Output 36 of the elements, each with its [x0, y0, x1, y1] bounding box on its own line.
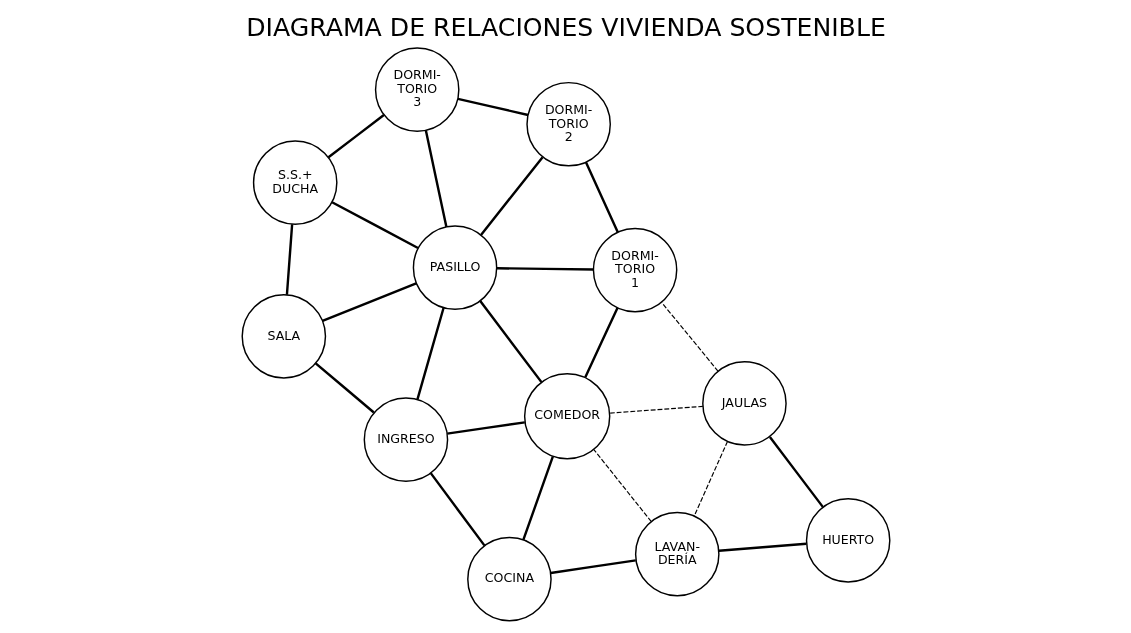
connector — [768, 436, 824, 508]
connector — [496, 267, 593, 271]
connector — [285, 224, 293, 295]
node-circle: INGRESO — [363, 397, 448, 482]
node-circle: SALA — [241, 294, 326, 379]
connector — [584, 161, 619, 233]
connector — [521, 456, 554, 541]
connector — [608, 405, 703, 414]
connector — [718, 542, 806, 552]
node-circle: S.S.+ DUCHA — [252, 140, 338, 225]
node-circle: HUERTO — [805, 498, 890, 583]
connector — [446, 421, 525, 435]
node-circle: COCINA — [466, 536, 552, 622]
connector — [314, 362, 375, 414]
node-circle: DORMI- TORIO 2 — [525, 81, 611, 167]
node-circle: PASILLO — [412, 225, 497, 311]
diagram-title: DIAGRAMA DE RELACIONES VIVIENDA SOSTENIBLE — [245, 13, 886, 43]
connector — [424, 130, 448, 228]
connector — [479, 156, 544, 236]
connector — [592, 449, 652, 523]
connector — [693, 440, 728, 517]
connector — [550, 559, 636, 575]
connector — [583, 307, 619, 378]
node-circle: DORMI- TORIO 1 — [592, 227, 677, 313]
connector — [415, 307, 445, 400]
connector — [327, 114, 385, 159]
node-circle: DORMI- TORIO 3 — [374, 47, 460, 132]
connector — [478, 300, 542, 383]
node-circle: LAVAN- DERÍA — [634, 511, 720, 597]
connector — [660, 301, 719, 372]
connector — [457, 97, 528, 117]
node-circle: JAULAS — [701, 361, 787, 446]
connector — [331, 201, 419, 250]
connector — [321, 282, 417, 322]
node-circle: COMEDOR — [523, 372, 610, 460]
connector — [429, 472, 485, 547]
